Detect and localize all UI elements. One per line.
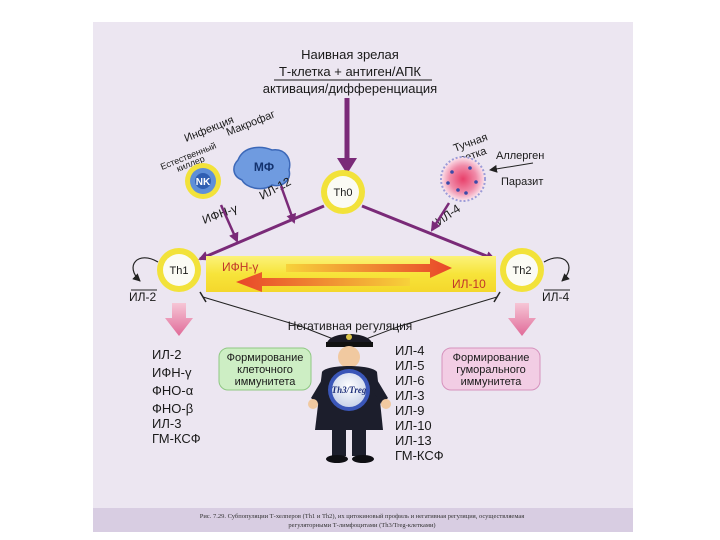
neg-reg-bar-right (493, 291, 501, 303)
th2-label: Th2 (513, 265, 532, 277)
th1-cytokine: ФНО-β (152, 401, 193, 416)
mf-to-th1-arrow (279, 185, 296, 224)
cellular-box-line: иммунитета (235, 376, 297, 388)
header-line-3: активация/дифференциация (263, 81, 437, 96)
ifng-band-arrow (286, 258, 452, 278)
mf-label: МФ (254, 160, 274, 174)
th1-cytokine: ИЛ-3 (152, 416, 181, 431)
th2-cytokine-list: ИЛ-4 ИЛ-5 ИЛ-6 ИЛ-3 ИЛ-9 ИЛ-10 ИЛ-13 ГМ-… (395, 343, 444, 463)
cellular-box-line: Формирование (227, 352, 304, 364)
th1-cytokine: ИФН-γ (152, 365, 192, 380)
th2-cytokine: ИЛ-10 (395, 418, 432, 433)
neg-reg-line-right (357, 296, 498, 343)
parasite-label: Паразит (501, 176, 543, 188)
neg-reg-line-left (202, 296, 342, 343)
caption-line-1: Рис. 7.29. Субпопуляции Т-хелперов (Th1 … (200, 513, 525, 520)
humoral-immunity-box: Формирование гуморального иммунитета (441, 347, 541, 391)
il10-band-arrow (236, 272, 410, 292)
treg-label: Th3/Treg (332, 385, 367, 395)
nk-to-th1-arrow (219, 204, 239, 243)
th0-to-th1-arrow (198, 204, 325, 261)
th1-cytokine: ГМ-КСФ (152, 431, 201, 446)
ifng-left-label: ИФН-γ (200, 201, 239, 227)
th2-cytokine: ИЛ-4 (395, 343, 424, 358)
th2-cytokine: ИЛ-6 (395, 373, 424, 388)
th2-cytokine: ИЛ-3 (395, 388, 424, 403)
th1-cytokine: ИЛ-2 (152, 347, 181, 362)
macrophage-label: Макрофаг (225, 108, 277, 138)
activation-arrow-head (337, 158, 357, 174)
th2-cell: Th2 (500, 248, 544, 292)
caption-line-2: регуляторными Т-лимфоцитами (Th3/Treg-кл… (288, 522, 435, 529)
il2-side-label: ИЛ-2 (129, 290, 156, 304)
band-il10-label: ИЛ-10 (452, 277, 486, 291)
th1-autocrine-loop (132, 257, 159, 282)
neg-reg-bar-left (199, 291, 207, 303)
header-line-1: Наивная зрелая (301, 47, 399, 62)
nk-label: NK (196, 177, 211, 188)
humoral-box-line: гуморального (456, 364, 526, 376)
th2-cytokine: ИЛ-9 (395, 403, 424, 418)
humoral-box-line: иммунитета (461, 376, 523, 388)
allergen-arrow (489, 162, 534, 173)
cellular-immunity-box: Формирование клеточного иммунитета (218, 347, 312, 391)
allergen-label: Аллерген (496, 150, 544, 162)
th0-to-th2-arrow (361, 204, 496, 261)
mast-to-th2-arrow (430, 202, 451, 232)
th2-autocrine-loop (543, 257, 570, 282)
th2-cytokine: ИЛ-13 (395, 433, 432, 448)
th0-cell: Th0 (321, 170, 365, 214)
il4-side-label: ИЛ-4 (542, 290, 569, 304)
header-line-2: Т-клетка + антиген/АПК (279, 64, 421, 79)
th1-label: Th1 (170, 265, 189, 277)
cellular-box-line: клеточного (237, 364, 293, 376)
mast-cell (440, 156, 486, 202)
th1-output-arrow (165, 303, 193, 336)
neg-reg-label: Негативная регуляция (288, 319, 413, 333)
nk-cell: NK (185, 163, 221, 199)
th2-cytokine: ГМ-КСФ (395, 448, 444, 463)
th2-cytokine: ИЛ-5 (395, 358, 424, 373)
th1-cell: Th1 (157, 248, 201, 292)
th1-cytokine-list: ИЛ-2 ИФН-γ ФНО-α ФНО-β ИЛ-3 ГМ-КСФ (152, 347, 201, 446)
humoral-box-line: Формирование (453, 352, 530, 364)
treg-police-figure: Th3/Treg (308, 334, 391, 463)
th2-output-arrow (508, 303, 536, 336)
th1-cytokine: ФНО-α (152, 383, 194, 398)
macrophage-cell: МФ (233, 146, 291, 190)
band-ifng-label: ИФН-γ (222, 260, 258, 274)
th0-label: Th0 (334, 187, 353, 199)
caption-band (93, 508, 633, 532)
